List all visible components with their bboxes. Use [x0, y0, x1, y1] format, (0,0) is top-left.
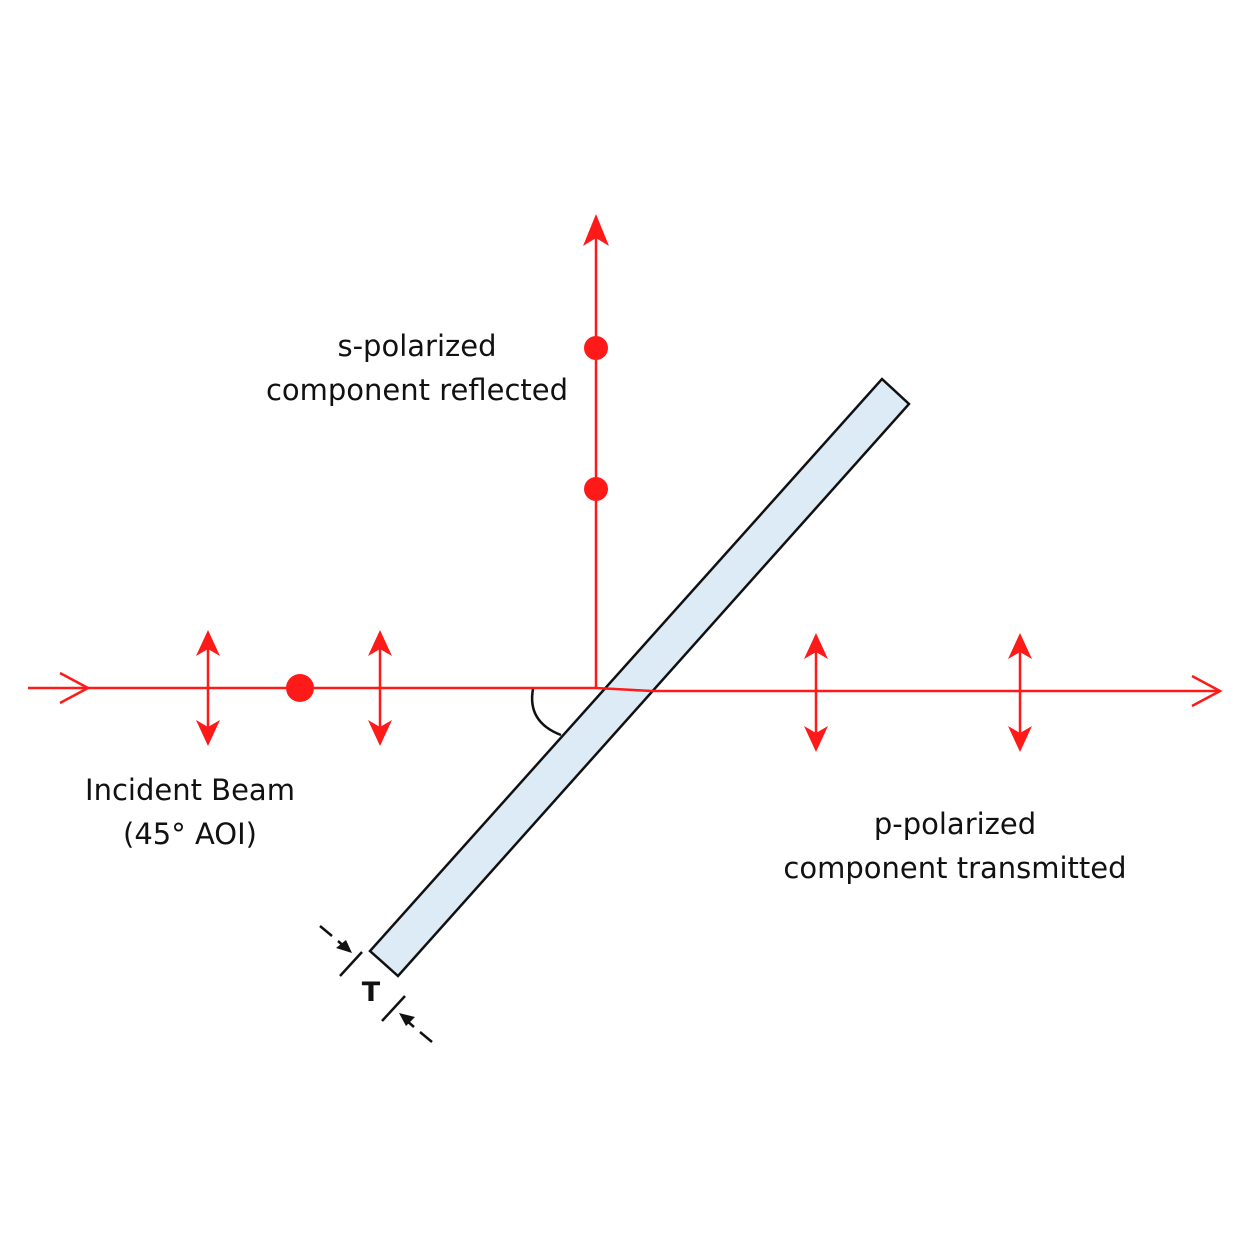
p-polarization-arrow-icon [1008, 633, 1032, 752]
thickness-label: T [361, 977, 381, 1008]
transmitted-beam-arrowhead [1191, 674, 1223, 708]
incident-beam-arrowhead [59, 671, 91, 705]
angle-of-incidence-arc [530, 688, 562, 737]
incident-beam-label: Incident Beam (45° AOI) [60, 768, 320, 856]
reflected-label-line1: s-polarized [337, 329, 497, 363]
incident-label-line2: (45° AOI) [123, 817, 257, 851]
s-polarization-dot-icon [286, 674, 314, 702]
incident-label-line1: Incident Beam [85, 773, 295, 807]
refracted-beam-in-plate [595, 686, 653, 693]
reflected-component-label: s-polarized component reflected [262, 324, 572, 412]
beam-splitter-plate [368, 377, 911, 978]
thickness-arrowhead [336, 940, 352, 953]
reflected-label-line2: component reflected [265, 373, 569, 407]
p-polarization-arrow-icon [368, 630, 392, 746]
thickness-arrowhead [399, 1013, 415, 1026]
transmitted-label-line2: component transmitted [783, 851, 1127, 885]
p-polarization-arrow-icon [196, 630, 220, 746]
s-polarization-dot-icon [584, 477, 608, 501]
transmitted-label-line1: p-polarized [873, 807, 1037, 841]
p-polarization-arrow-icon [804, 633, 828, 752]
reflected-beam-arrowhead [583, 214, 609, 246]
s-polarization-dot-icon [584, 336, 608, 360]
transmitted-component-label: p-polarized component transmitted [780, 802, 1130, 890]
